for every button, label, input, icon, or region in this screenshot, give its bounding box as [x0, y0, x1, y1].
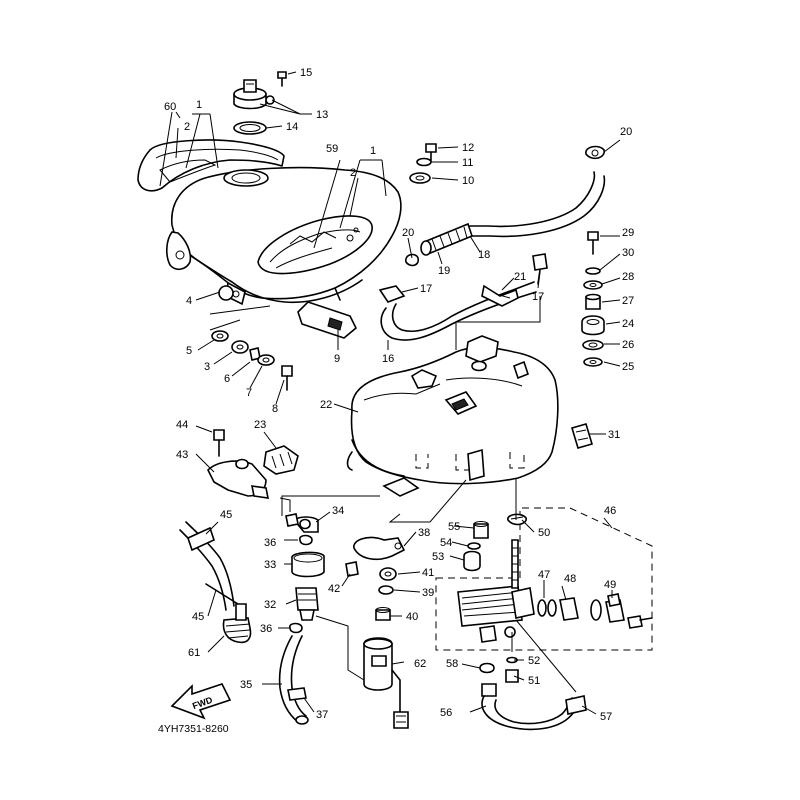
callout-16: 16 [382, 353, 394, 365]
callout-15: 15 [300, 67, 312, 79]
callout-6: 6 [224, 373, 230, 385]
callout-62: 62 [414, 658, 426, 670]
callout-39: 39 [422, 587, 434, 599]
callout-31: 31 [608, 429, 620, 441]
center-clamp-hardware [345, 521, 489, 621]
callout-51: 51 [528, 675, 540, 687]
callout-58: 58 [446, 658, 458, 670]
forward-direction-arrow: FWD [170, 683, 232, 720]
callout-7: 7 [246, 387, 252, 399]
callout-numbers: 60 1 2 15 13 14 59 1 2 12 11 10 20 20 18… [164, 67, 634, 723]
callout-35: 35 [240, 679, 252, 691]
callout-40: 40 [406, 611, 418, 623]
callout-37: 37 [316, 709, 328, 721]
damper-and-bracket [207, 429, 299, 499]
fuel-hose-lines [179, 513, 381, 725]
callout-22: 22 [320, 399, 332, 411]
callout-36-bottom: 36 [260, 623, 272, 635]
callout-56: 56 [440, 707, 452, 719]
callout-19: 19 [438, 265, 450, 277]
callout-26: 26 [622, 339, 634, 351]
callout-2: 2 [184, 121, 190, 133]
callout-44: 44 [176, 419, 188, 431]
callout-17-left: 17 [420, 283, 432, 295]
callout-46: 46 [604, 505, 616, 517]
drawing-code: 4YH7351-8260 [158, 723, 229, 735]
callout-25: 25 [622, 361, 634, 373]
callout-34: 34 [332, 505, 344, 517]
outlet-hose [479, 662, 587, 731]
callout-32: 32 [264, 599, 276, 611]
callout-36-top: 36 [264, 537, 276, 549]
breather-hoses [378, 145, 606, 341]
callout-23: 23 [254, 419, 266, 431]
callout-27: 27 [622, 295, 634, 307]
callout-45-top: 45 [220, 509, 232, 521]
callout-55: 55 [448, 521, 460, 533]
callout-1-right: 1 [370, 145, 376, 157]
callout-leader-lines [159, 71, 621, 715]
fuel-cock-assembly [435, 507, 653, 693]
callout-5: 5 [186, 345, 192, 357]
callout-42: 42 [328, 583, 340, 595]
callout-21: 21 [514, 271, 526, 283]
callout-59: 59 [326, 143, 338, 155]
callout-17-right: 17 [532, 291, 544, 303]
callout-29: 29 [622, 227, 634, 239]
callout-47: 47 [538, 569, 550, 581]
callout-53: 53 [432, 551, 444, 563]
callout-20-top: 20 [620, 126, 632, 138]
callout-11: 11 [462, 157, 473, 169]
callout-45-bottom: 45 [192, 611, 204, 623]
callout-1: 1 [196, 99, 202, 111]
tank-mount-hardware-lower [211, 330, 293, 391]
callout-48: 48 [564, 573, 576, 585]
callout-41: 41 [422, 567, 434, 579]
callout-60: 60 [164, 101, 176, 113]
callout-43: 43 [176, 449, 188, 461]
callout-10: 10 [462, 175, 474, 187]
tank-mount-hardware-upper [409, 143, 437, 184]
callout-30: 30 [622, 247, 634, 259]
callout-9: 9 [334, 353, 340, 365]
callout-3: 3 [204, 361, 210, 373]
callout-24: 24 [622, 318, 634, 330]
callout-20-left: 20 [402, 227, 414, 239]
callout-13: 13 [316, 109, 328, 121]
upper-fuel-tank [137, 139, 402, 339]
callout-61: 61 [188, 647, 200, 659]
callout-49: 49 [604, 579, 616, 591]
callout-12: 12 [462, 142, 474, 154]
filler-cap-assembly [233, 71, 287, 135]
lower-fuel-tank [346, 335, 559, 497]
mount-hardware-stack [571, 231, 605, 449]
callout-4: 4 [186, 295, 192, 307]
callout-2-right: 2 [350, 167, 356, 179]
callout-57: 57 [600, 711, 612, 723]
callout-14: 14 [286, 121, 298, 133]
fuel-filter [363, 637, 409, 729]
callout-8: 8 [272, 403, 278, 415]
callout-50: 50 [538, 527, 550, 539]
callout-54: 54 [440, 537, 452, 549]
callout-38: 38 [418, 527, 430, 539]
callout-52: 52 [528, 655, 540, 667]
callout-28: 28 [622, 271, 634, 283]
callout-33: 33 [264, 559, 276, 571]
callout-18: 18 [478, 249, 490, 261]
